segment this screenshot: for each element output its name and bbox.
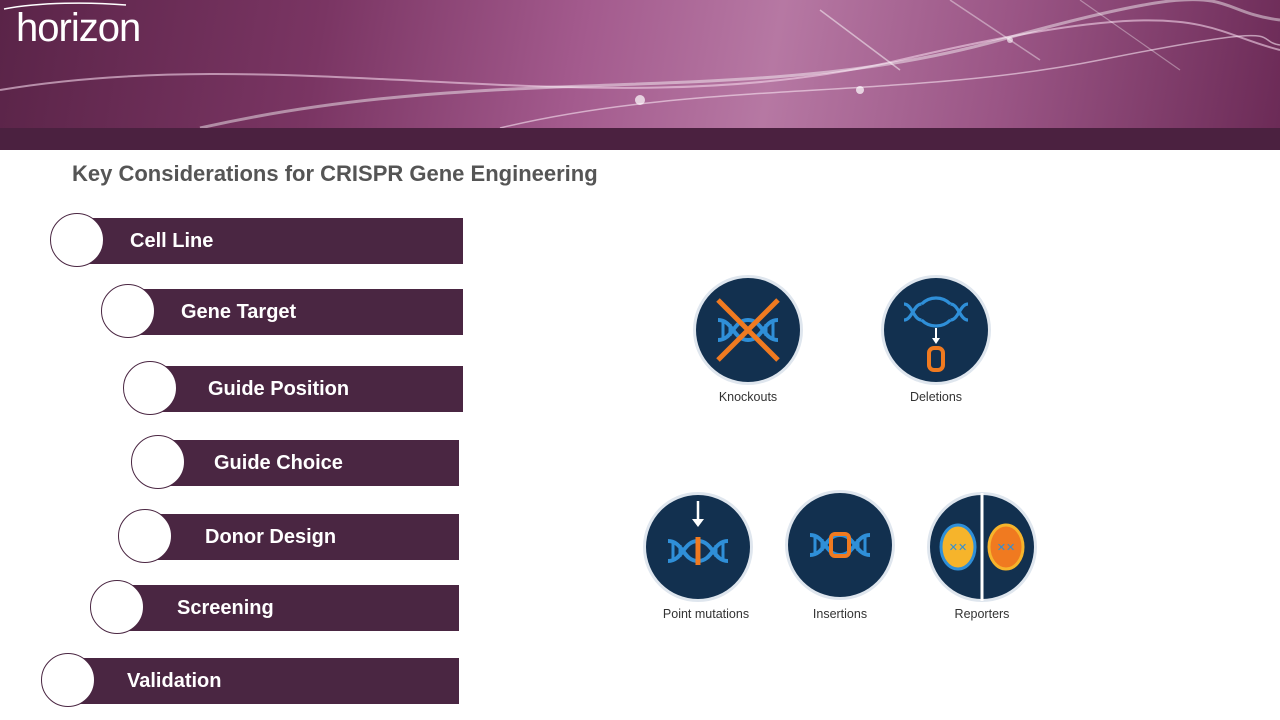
insertion-icon	[785, 490, 895, 600]
step-donor-design: Donor Design	[145, 514, 459, 560]
step-validation: Validation	[68, 658, 459, 704]
banner-strip	[0, 128, 1280, 150]
edit-type-label: Point mutations	[663, 607, 749, 621]
step-guide-position: Guide Position	[150, 366, 463, 412]
edit-type-label: Insertions	[813, 607, 867, 621]
edit-type-label: Knockouts	[719, 390, 777, 404]
svg-text:✕✕: ✕✕	[997, 542, 1015, 554]
step-label: Validation	[127, 670, 222, 692]
step-marker-circle	[41, 653, 95, 707]
step-cell-line: Cell Line	[78, 218, 463, 264]
logo-swoosh-icon	[3, 2, 127, 10]
header-banner: horizon	[0, 0, 1280, 150]
edit-type-label: Deletions	[910, 390, 962, 404]
svg-text:✕✕: ✕✕	[949, 542, 967, 554]
edit-types-graphic: Knockouts Deletions Point mutations I	[643, 275, 1037, 621]
reporter-icon: ✕✕ ✕✕	[927, 492, 1037, 602]
deletion-icon	[881, 275, 991, 385]
step-marker-circle	[90, 580, 144, 634]
step-label: Cell Line	[130, 230, 214, 252]
step-label: Donor Design	[205, 526, 337, 548]
step-marker-circle	[131, 435, 185, 489]
step-marker-circle	[118, 509, 172, 563]
step-label: Guide Position	[208, 378, 350, 400]
step-gene-target: Gene Target	[128, 289, 463, 335]
step-label: Guide Choice	[214, 452, 343, 474]
edit-type-label: Reporters	[955, 607, 1010, 621]
step-guide-choice: Guide Choice	[158, 440, 459, 486]
banner-light-streaks	[0, 0, 1280, 128]
point-mutation-icon	[643, 492, 753, 602]
step-label: Gene Target	[181, 301, 297, 323]
knockout-icon	[693, 275, 803, 385]
page-title: Key Considerations for CRISPR Gene Engin…	[72, 161, 598, 186]
step-marker-circle	[101, 284, 155, 338]
step-screening: Screening	[117, 585, 459, 631]
step-marker-circle	[123, 361, 177, 415]
step-label: Screening	[177, 597, 274, 619]
horizon-logo: horizon	[16, 6, 141, 50]
step-marker-circle	[50, 213, 104, 267]
